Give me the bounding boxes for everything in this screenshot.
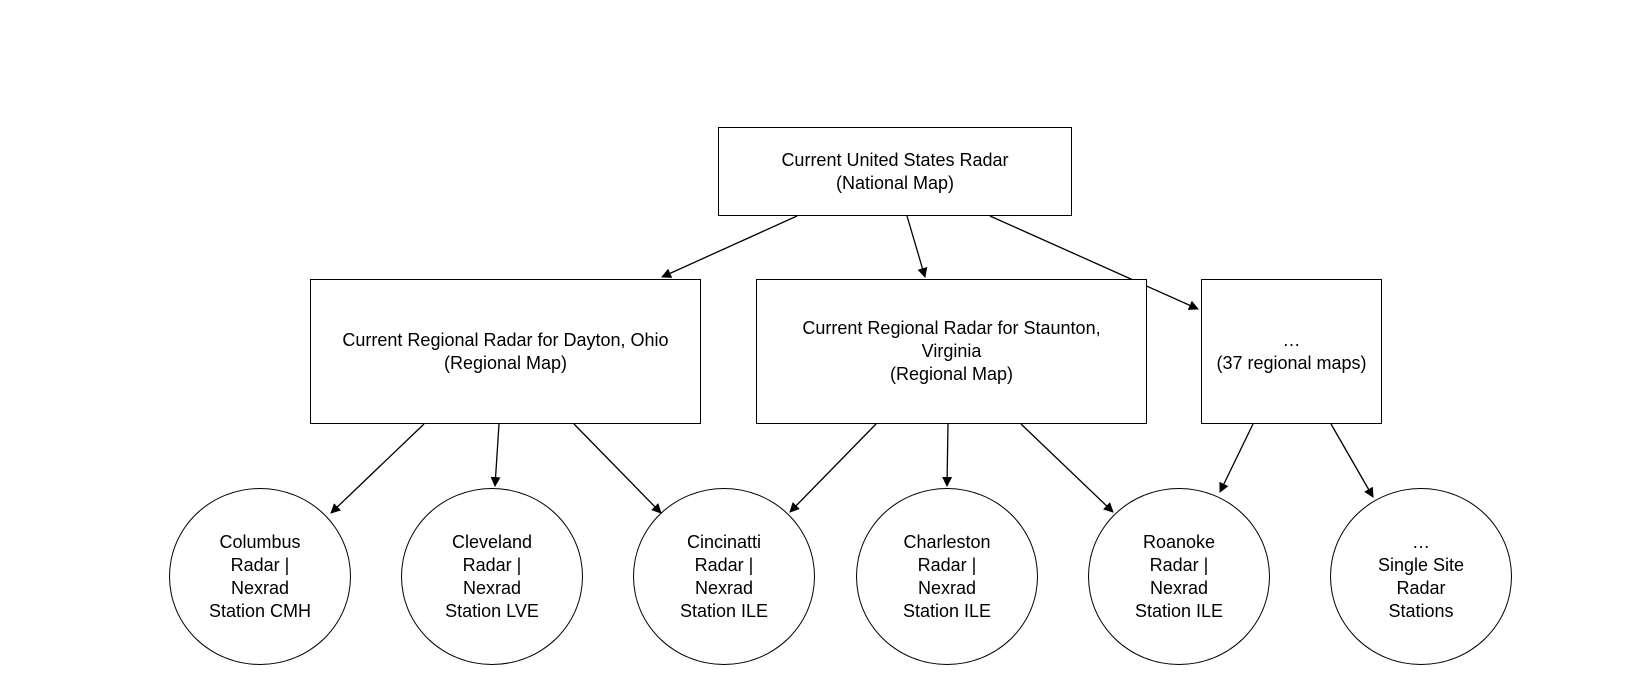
edge-arrow-dayton-to-cleveland — [490, 423, 501, 487]
edge-arrow-more_regional-to-roanoke — [1219, 423, 1254, 493]
node-label-line: Nexrad — [694, 577, 754, 598]
node-label-line: Current Regional Radar for Staunton, — [802, 318, 1101, 338]
node-dayton-regional-radar: Current Regional Radar for Dayton, Ohio(… — [310, 279, 701, 424]
node-label-line: Cincinatti — [686, 531, 762, 552]
edge-arrow-staunton-to-roanoke — [1020, 423, 1114, 513]
node-label-line: Current United States Radar — [781, 149, 1009, 170]
node-label-line: Columbus — [219, 531, 301, 552]
node-label-line: Radar — [1396, 577, 1446, 598]
edge-arrow-staunton-to-charleston — [942, 423, 953, 487]
node-label-line: Nexrad — [230, 577, 290, 598]
edge-arrow-national-to-dayton — [661, 215, 798, 278]
node-label-line: Radar | — [462, 554, 522, 575]
node-label-line: Nexrad — [1149, 577, 1209, 598]
node-label-line: … — [1282, 329, 1301, 350]
node-staunton-regional-radar: Current Regional Radar for Staunton, Virg… — [756, 279, 1147, 424]
node-label-line: Virginia — [921, 341, 982, 361]
edge-arrow-national-to-staunton — [906, 215, 928, 278]
edge-arrow-dayton-to-columbus — [330, 423, 425, 514]
node-label-line: Single Site — [1377, 554, 1465, 575]
node-label-line: Radar | — [694, 554, 754, 575]
edge-arrow-dayton-to-cincinnati — [573, 423, 662, 514]
node-label-line: Station ILE — [902, 600, 992, 621]
node-label-line: Station CMH — [208, 600, 312, 621]
node-label-line: Radar | — [230, 554, 290, 575]
edge-arrow-staunton-to-cincinnati — [789, 423, 877, 513]
node-more-regional-maps: …(37 regional maps) — [1201, 279, 1382, 424]
node-label-line: Radar | — [917, 554, 977, 575]
node-label-line: Cleveland — [451, 531, 533, 552]
node-label-line: Radar | — [1149, 554, 1209, 575]
node-label-line: (37 regional maps) — [1216, 352, 1367, 373]
node-label-line: (Regional Map) — [443, 352, 568, 373]
node-label-line: Station ILE — [679, 600, 769, 621]
node-label-line: Roanoke — [1142, 531, 1216, 552]
node-label-line: Nexrad — [917, 577, 977, 598]
node-national-radar: Current United States Radar(National Map… — [718, 127, 1072, 216]
edge-arrow-national-to-more_regional — [989, 215, 1199, 310]
node-label-line: Charleston — [903, 531, 991, 552]
node-label-line: Station LVE — [445, 600, 539, 621]
node-label-line: Station ILE — [1134, 600, 1224, 621]
node-label-line: Current Regional Radar for Dayton, Ohio — [342, 329, 669, 350]
edge-arrow-more_regional-to-more_single — [1330, 423, 1374, 498]
node-label-line: (Regional Map) — [889, 364, 1014, 384]
node-label-line: Nexrad — [462, 577, 522, 598]
node-label-line: (National Map) — [835, 172, 955, 193]
node-label-line: Stations — [1388, 600, 1454, 621]
node-label-line: … — [1412, 531, 1430, 552]
